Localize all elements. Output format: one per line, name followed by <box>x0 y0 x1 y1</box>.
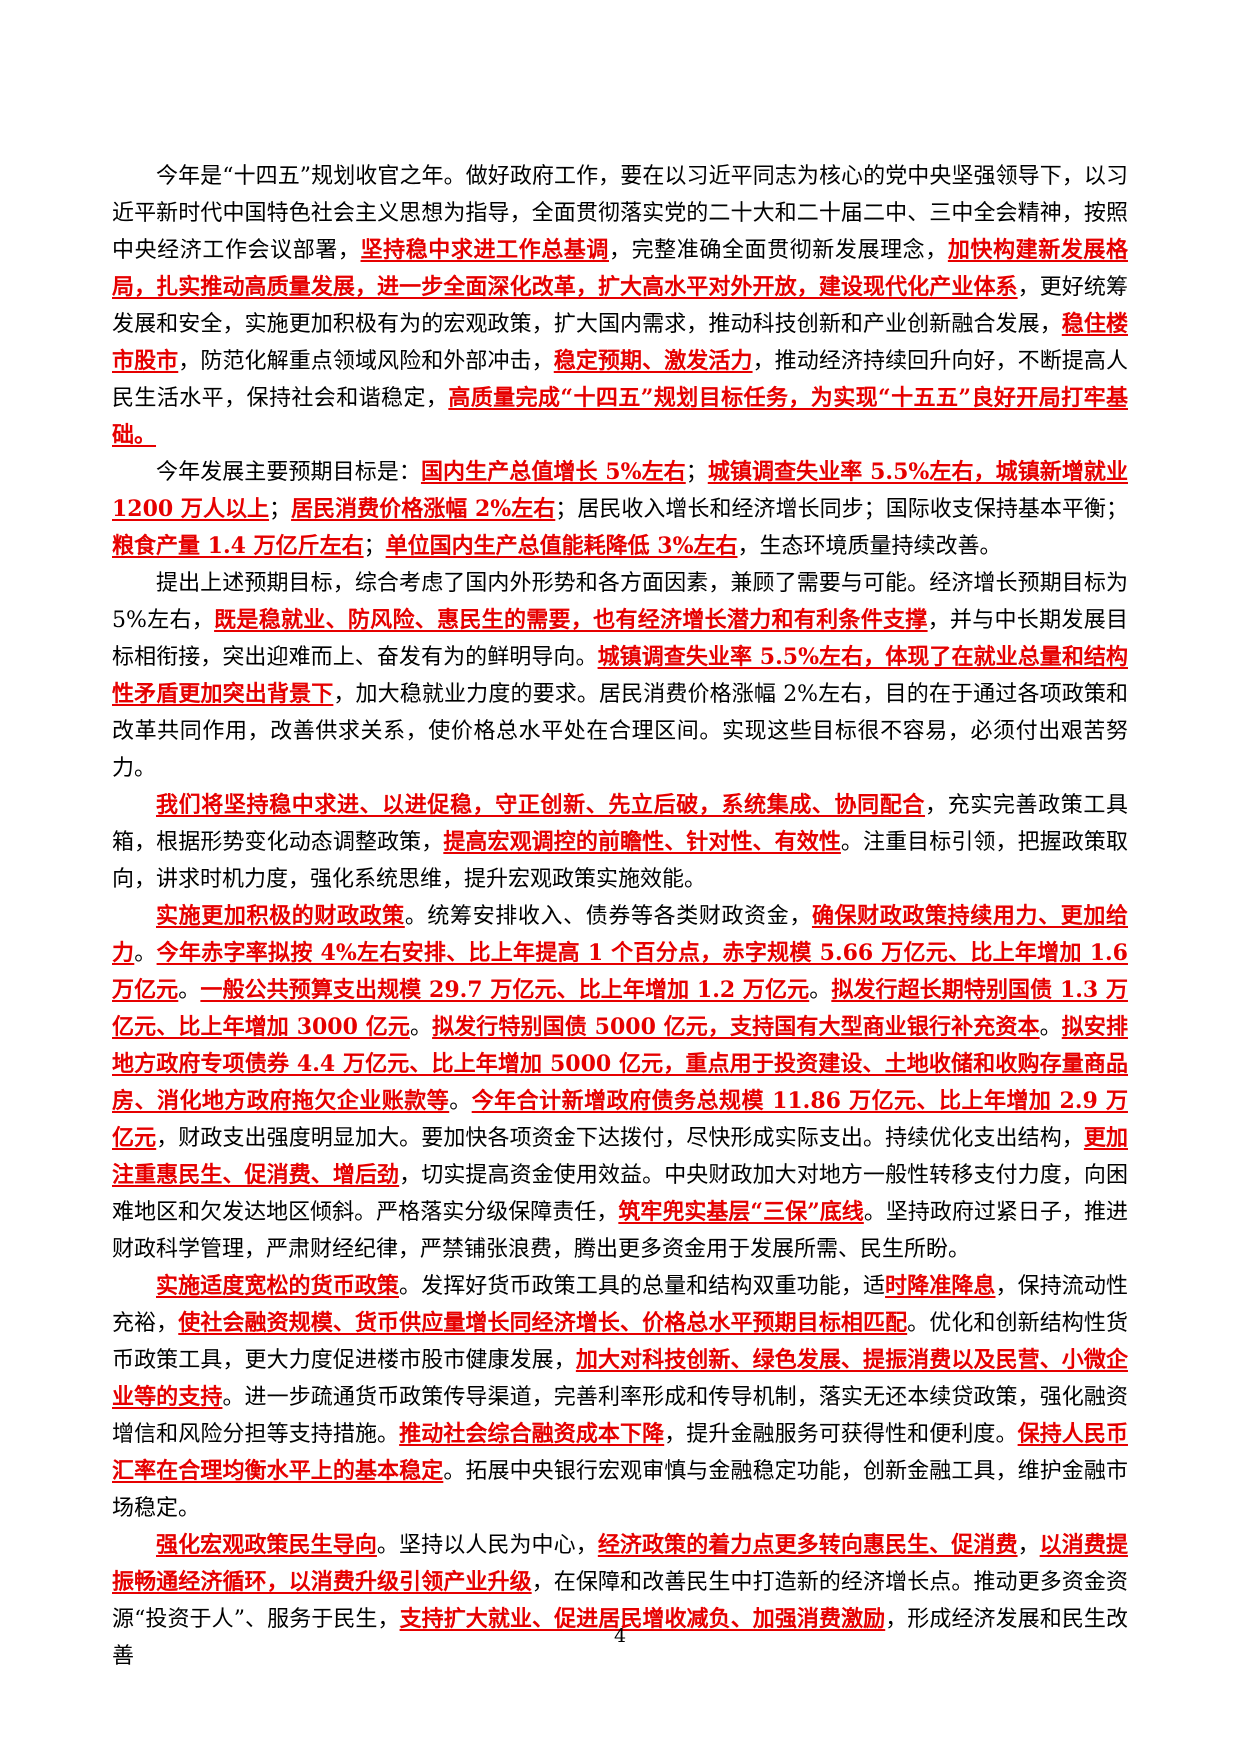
paragraph: 提出上述预期目标，综合考虑了国内外形势和各方面因素，兼顾了需要与可能。经济增长预… <box>112 565 1128 787</box>
body-text-run: 。 <box>449 1089 472 1114</box>
emphasized-text: 实施更加积极的财政政策 <box>156 903 405 929</box>
body-text-run: ，生态环境质量持续改善。 <box>737 534 1002 559</box>
body-text-run: ，推动经济持续回升向好，不断提高人民生活水平，保持社会和谐稳定， <box>112 349 1128 411</box>
emphasized-text: 坚持稳中求进工作总基调 <box>360 237 610 263</box>
emphasized-text: 稳住楼市股市 <box>112 311 1128 374</box>
body-text-run: 。发挥好货币政策工具的总量和结构双重功能，适 <box>399 1274 886 1299</box>
body-text-run: ，防范化解重点领域风险和外部冲击， <box>178 349 554 374</box>
emphasized-text: 筑牢兜实基层“三保”底线 <box>618 1199 864 1225</box>
body-text-run: ； <box>685 460 708 485</box>
body-text-run: 。 <box>809 978 832 1003</box>
body-text-run: ，充实完善政策工具箱，根据形势变化动态调整政策， <box>112 793 1128 855</box>
emphasized-text: 加快构建新发展格局，扎实推动高质量发展，进一步全面深化改革，扩大高水平对外开放，… <box>112 237 1128 300</box>
emphasized-text: 更加注重惠民生、促消费、增后劲 <box>112 1125 1128 1188</box>
body-text-run: ，并与中长期发展目标相衔接，突出迎难而上、奋发有为的鲜明导向。 <box>112 608 1128 670</box>
emphasized-text: 我们将坚持稳中求进、以进促稳，守正创新、先立后破，系统集成、协同配合 <box>156 792 926 818</box>
body-text-run: ，更好统筹发展和安全，实施更加积极有为的宏观政策，扩大国内需求，推动科技创新和产… <box>112 275 1128 337</box>
paragraph: 今年发展主要预期目标是：国内生产总值增长 5%左右；城镇调查失业率 5.5%左右… <box>112 454 1128 565</box>
body-text-run: ，切实提高资金使用效益。中央财政加大对地方一般性转移支付力度，向困难地区和欠发达… <box>112 1163 1128 1225</box>
emphasized-text: 以消费提振畅通经济循环，以消费升级引领产业升级 <box>112 1532 1128 1595</box>
emphasized-text: 今年赤字率拟按 4%左右安排、比上年提高 1 个百分点，赤字规模 5.66 万亿… <box>112 940 1128 1003</box>
emphasized-text: 经济政策的着力点更多转向惠民生、促消费 <box>597 1532 1018 1558</box>
emphasized-text: 确保财政政策持续用力、更加给力 <box>112 903 1128 966</box>
body-text-run: 。注重目标引领，把握政策取向，讲求时机力度，强化系统思维，提升宏观政策实施效能。 <box>112 830 1128 892</box>
body-text-run: ，在保障和改善民生中打造新的经济增长点。推动更多资金资源“投资于人”、服务于民生… <box>112 1570 1128 1632</box>
page-number: 4 <box>613 1625 627 1647</box>
paragraph: 强化宏观政策民生导向。坚持以人民为中心，经济政策的着力点更多转向惠民生、促消费，… <box>112 1527 1128 1675</box>
emphasized-text: 保持人民币汇率在合理均衡水平上的基本稳定 <box>112 1421 1128 1484</box>
body-text-run: ； <box>363 534 386 559</box>
emphasized-text: 既是稳就业、防风险、惠民生的需要，也有经济增长潜力和有利条件支撑 <box>214 607 928 633</box>
emphasized-text: 拟安排地方政府专项债券 4.4 万亿元、比上年增加 5000 亿元，重点用于投资… <box>112 1014 1128 1114</box>
body-text-run: 。 <box>1039 1015 1062 1040</box>
emphasized-text: 城镇调查失业率 5.5%左右，城镇新增就业 1200 万人以上 <box>112 459 1128 522</box>
paragraph: 实施适度宽松的货币政策。发挥好货币政策工具的总量和结构双重功能，适时降准降息，保… <box>112 1268 1128 1527</box>
body-text-run: 。 <box>134 941 157 966</box>
document-body: 今年是“十四五”规划收官之年。做好政府工作，要在以习近平同志为核心的党中央坚强领… <box>112 158 1128 1675</box>
body-text-run: 。坚持以人民为中心， <box>376 1533 598 1558</box>
emphasized-text: 城镇调查失业率 5.5%左右，体现了在就业总量和结构性矛盾更加突出背景下 <box>112 644 1128 707</box>
paragraph: 实施更加积极的财政政策。统筹安排收入、债券等各类财政资金，确保财政政策持续用力、… <box>112 898 1128 1268</box>
body-text-run: ，加大稳就业力度的要求。居民消费价格涨幅 2%左右，目的在于通过各项政策和改革共… <box>112 682 1128 781</box>
body-text-run: ，提升金融服务可获得性和便利度。 <box>664 1422 1018 1447</box>
body-text-run: 。 <box>409 1015 433 1040</box>
body-text-run: ，保持流动性充裕， <box>112 1274 1128 1336</box>
emphasized-text: 实施适度宽松的货币政策 <box>156 1273 400 1299</box>
emphasized-text: 拟发行超长期特别国债 1.3 万亿元、比上年增加 3000 亿元 <box>112 977 1128 1040</box>
emphasized-text: 使社会融资规模、货币供应量增长同经济增长、价格总水平预期目标相匹配 <box>178 1310 908 1336</box>
paragraph: 今年是“十四五”规划收官之年。做好政府工作，要在以习近平同志为核心的党中央坚强领… <box>112 158 1128 454</box>
body-text-run: 。优化和创新结构性货币政策工具，更大力度促进楼市股市健康发展， <box>112 1311 1128 1373</box>
body-text-run: 今年是“十四五”规划收官之年。做好政府工作，要在以习近平同志为核心的党中央坚强领… <box>112 164 1128 263</box>
emphasized-text: 推动社会综合融资成本下降 <box>399 1421 665 1447</box>
body-text-run: 。拓展中央银行宏观审慎与金融稳定功能，创新金融工具，维护金融市场稳定。 <box>112 1459 1128 1521</box>
body-text-run: 。统筹安排收入、债券等各类财政资金， <box>404 904 812 929</box>
body-text-run: 。 <box>178 978 201 1003</box>
emphasized-text: 加大对科技创新、绿色发展、提振消费以及民营、小微企业等的支持 <box>112 1347 1128 1410</box>
emphasized-text: 今年合计新增政府债务总规模 11.86 万亿元、比上年增加 2.9 万亿元 <box>112 1088 1128 1151</box>
body-text-run: ，完整准确全面贯彻新发展理念， <box>609 238 948 263</box>
emphasized-text: 支持扩大就业、促进居民增收减负、加强消费激励 <box>399 1606 886 1632</box>
emphasized-text: 稳定预期、激发活力 <box>553 348 753 374</box>
paragraph: 我们将坚持稳中求进、以进促稳，守正创新、先立后破，系统集成、协同配合，充实完善政… <box>112 787 1128 898</box>
emphasized-text: 居民消费价格涨幅 2%左右 <box>291 496 556 522</box>
body-text-run: 今年发展主要预期目标是： <box>156 460 421 485</box>
body-text-run: ， <box>1017 1533 1040 1558</box>
body-text-run: ，形成经济发展和民生改善 <box>112 1607 1128 1669</box>
body-text-run: 。进一步疏通货币政策传导渠道，完善利率形成和传导机制，落实无还本续贷政策，强化融… <box>112 1385 1128 1447</box>
body-text-run: ；居民收入增长和经济增长同步；国际收支保持基本平衡； <box>555 497 1128 522</box>
emphasized-text: 单位国内生产总值能耗降低 3%左右 <box>385 533 738 559</box>
emphasized-text: 高质量完成“十四五”规划目标任务，为实现“十五五”良好开局打牢基础。 <box>112 385 1128 448</box>
emphasized-text: 强化宏观政策民生导向 <box>156 1532 377 1558</box>
emphasized-text: 一般公共预算支出规模 29.7 万亿元、比上年增加 1.2 万亿元 <box>200 977 810 1003</box>
body-text-run: ，财政支出强度明显加大。要加快各项资金下达拨付，尽快形成实际支出。持续优化支出结… <box>156 1126 1084 1151</box>
body-text-run: ； <box>269 497 292 522</box>
body-text-run: 。坚持政府过紧日子，推进财政科学管理，严肃财经纪律，严禁铺张浪费，腾出更多资金用… <box>112 1200 1128 1262</box>
body-text-run: 提出上述预期目标，综合考虑了国内外形势和各方面因素，兼顾了需要与可能。经济增长预… <box>112 571 1128 633</box>
emphasized-text: 粮食产量 1.4 万亿斤左右 <box>112 533 364 559</box>
emphasized-text: 国内生产总值增长 5%左右 <box>420 459 686 485</box>
emphasized-text: 时降准降息 <box>885 1273 996 1299</box>
emphasized-text: 提高宏观调控的前瞻性、针对性、有效性 <box>443 829 841 855</box>
emphasized-text: 拟发行特别国债 5000 亿元，支持国有大型商业银行补充资本 <box>432 1014 1040 1040</box>
